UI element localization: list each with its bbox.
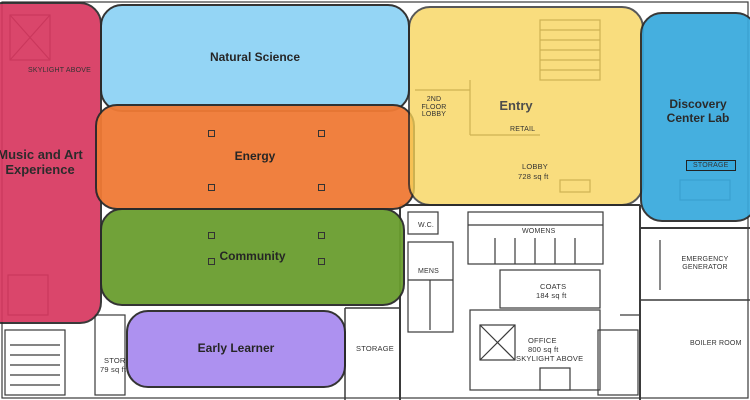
zone-label-natural-science: Natural Science <box>209 50 301 65</box>
room-label-womens: WOMENS <box>522 228 556 235</box>
column-marker <box>318 130 325 137</box>
column-marker <box>208 258 215 265</box>
room-label-stor: STOR. <box>104 356 128 365</box>
room-label-office-area: 800 sq ft <box>528 345 559 354</box>
room-label-wc: W.C. <box>418 222 434 229</box>
room-label-skylight-top: SKYLIGHT ABOVE <box>28 67 91 74</box>
room-label-mens: MENS <box>418 268 440 275</box>
zone-label-community: Community <box>219 249 286 264</box>
room-label-second-floor-lobby: 2ND FLOOR LOBBY <box>421 96 447 119</box>
zone-energy[interactable]: Energy <box>95 104 415 210</box>
zone-label-discovery: Discovery Center Lab <box>666 97 730 125</box>
room-label-coats: COATS <box>540 282 567 291</box>
column-marker <box>318 232 325 239</box>
room-label-storage-lab: STORAGE <box>686 160 736 171</box>
room-label-coats-area: 184 sq ft <box>536 291 567 300</box>
column-marker <box>318 258 325 265</box>
zone-label-entry: Entry <box>499 97 533 113</box>
room-label-office: OFFICE <box>528 336 557 345</box>
zone-label-music: Music and Art Experience <box>0 147 83 177</box>
room-label-lobby-area: 728 sq ft <box>518 172 549 181</box>
zone-early-learner[interactable]: Early Learner <box>126 310 346 388</box>
zone-community[interactable]: Community <box>100 208 405 306</box>
zone-label-early-learner: Early Learner <box>197 341 275 356</box>
room-label-skylight-office: SKYLIGHT ABOVE <box>516 354 584 363</box>
column-marker <box>318 184 325 191</box>
zone-discovery-center-lab[interactable]: Discovery Center Lab <box>640 12 750 222</box>
room-label-lobby: LOBBY <box>522 162 549 171</box>
room-label-stor-area: 79 sq ft <box>100 365 127 374</box>
room-label-retail: RETAIL <box>510 126 536 133</box>
zone-natural-science[interactable]: Natural Science <box>100 4 410 112</box>
room-label-emergency-generator: EMERGENCY GENERATOR <box>681 256 729 271</box>
column-marker <box>208 184 215 191</box>
zone-music-and-art-experience[interactable]: Music and Art Experience <box>0 2 102 324</box>
column-marker <box>208 232 215 239</box>
zone-label-energy: Energy <box>234 149 276 164</box>
room-label-boiler-room: BOILER ROOM <box>690 340 742 347</box>
column-marker <box>208 130 215 137</box>
room-label-storage-bottom: STORAGE <box>356 344 394 353</box>
